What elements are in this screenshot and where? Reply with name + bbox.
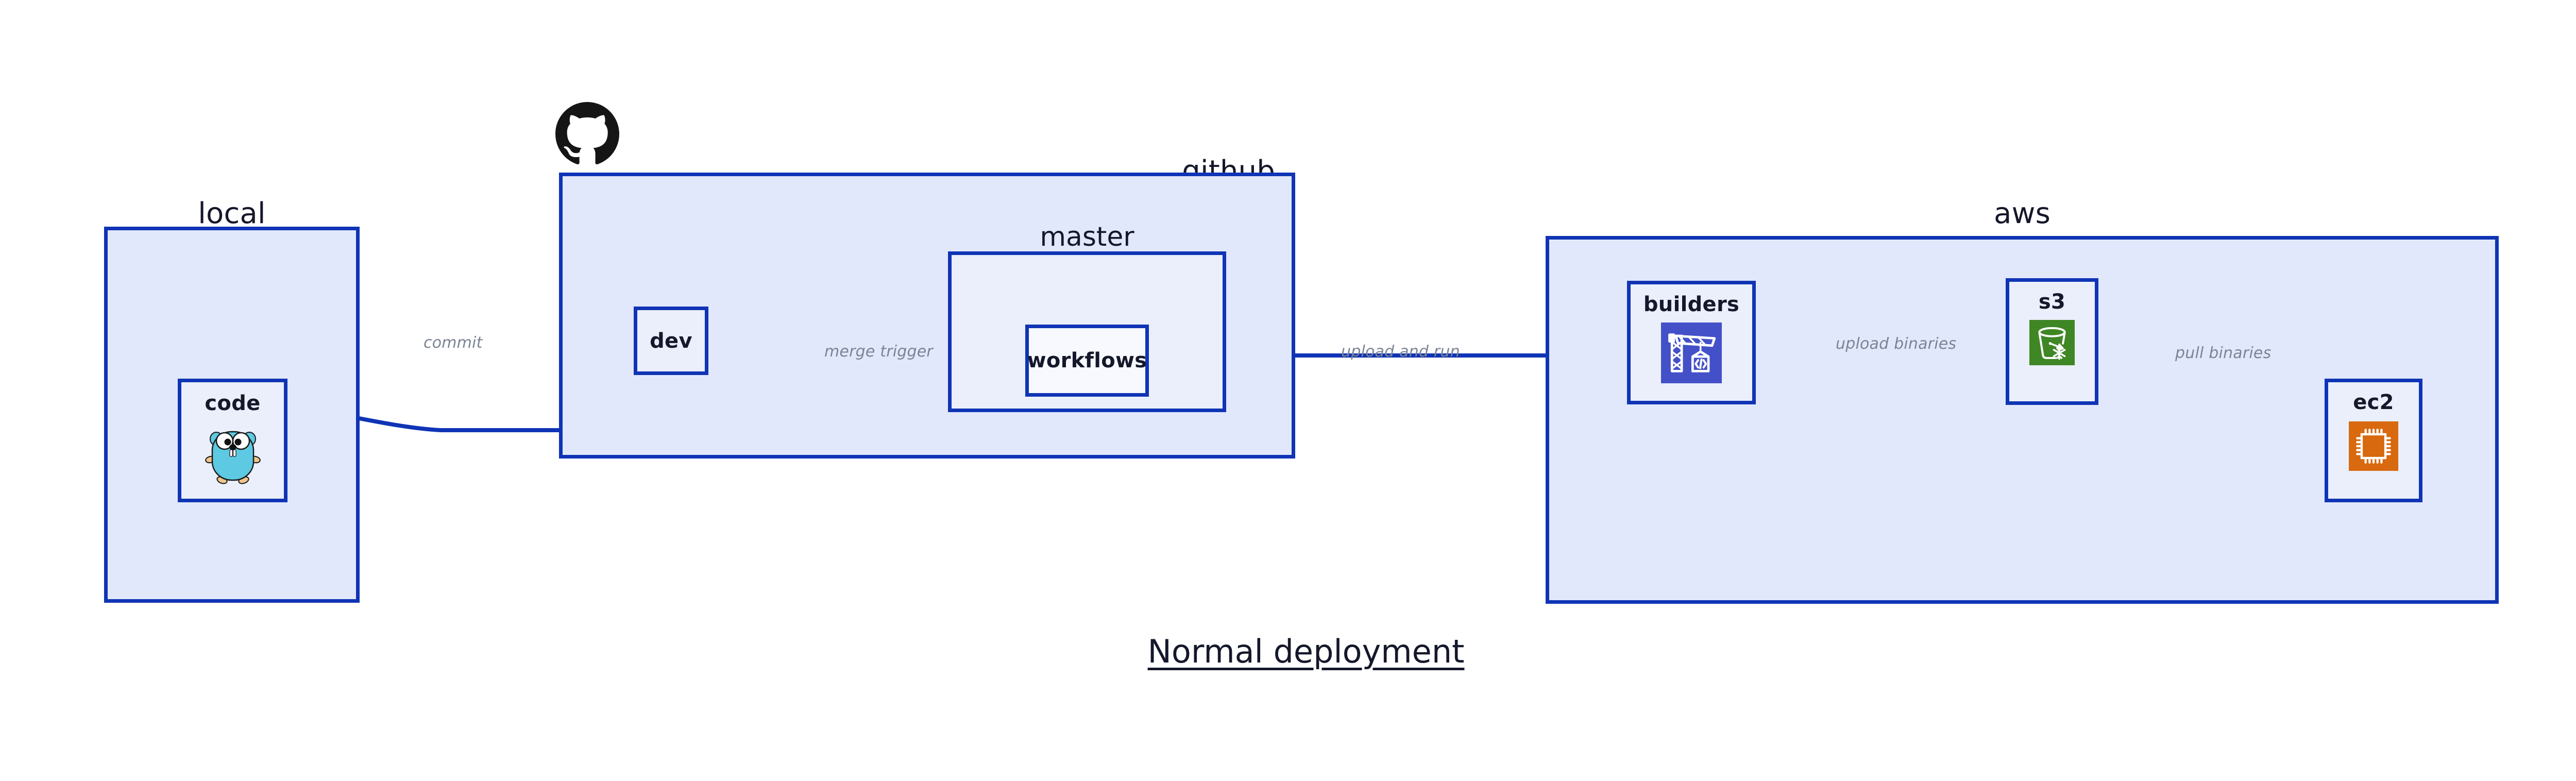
node-code[interactable]: code	[178, 379, 287, 502]
github-octocat-icon	[555, 102, 619, 168]
node-workflows[interactable]: workflows	[1025, 325, 1149, 397]
container-label-local: local	[198, 197, 266, 230]
node-s3[interactable]: s3	[2006, 278, 2098, 405]
aws-codebuild-crane-icon	[1661, 322, 1722, 385]
edge-label-upload-binaries: upload binaries	[1836, 335, 1957, 353]
node-label-s3: s3	[2038, 290, 2066, 314]
edge-label-commit: commit	[423, 334, 483, 352]
node-label-code: code	[205, 392, 261, 415]
aws-s3-bucket-icon	[2029, 320, 2075, 367]
go-gopher-icon	[205, 422, 261, 486]
edge-label-merge-trigger: merge trigger	[824, 343, 933, 361]
container-label-aws: aws	[1994, 197, 2050, 230]
edge-label-upload-and-run: upload and run	[1341, 343, 1460, 361]
group-label-master: master	[1040, 222, 1134, 252]
node-dev[interactable]: dev	[634, 307, 708, 375]
edge-label-pull-binaries: pull binaries	[2175, 344, 2272, 362]
diagram-title: Normal deployment	[1147, 633, 1465, 670]
node-label-ec2: ec2	[2353, 390, 2394, 414]
node-label-builders: builders	[1643, 293, 1740, 316]
aws-ec2-chip-icon	[2349, 421, 2398, 473]
node-label-workflows: workflows	[1027, 349, 1147, 372]
node-ec2[interactable]: ec2	[2325, 379, 2422, 502]
node-label-dev: dev	[650, 329, 692, 353]
node-builders[interactable]: builders	[1627, 281, 1756, 404]
